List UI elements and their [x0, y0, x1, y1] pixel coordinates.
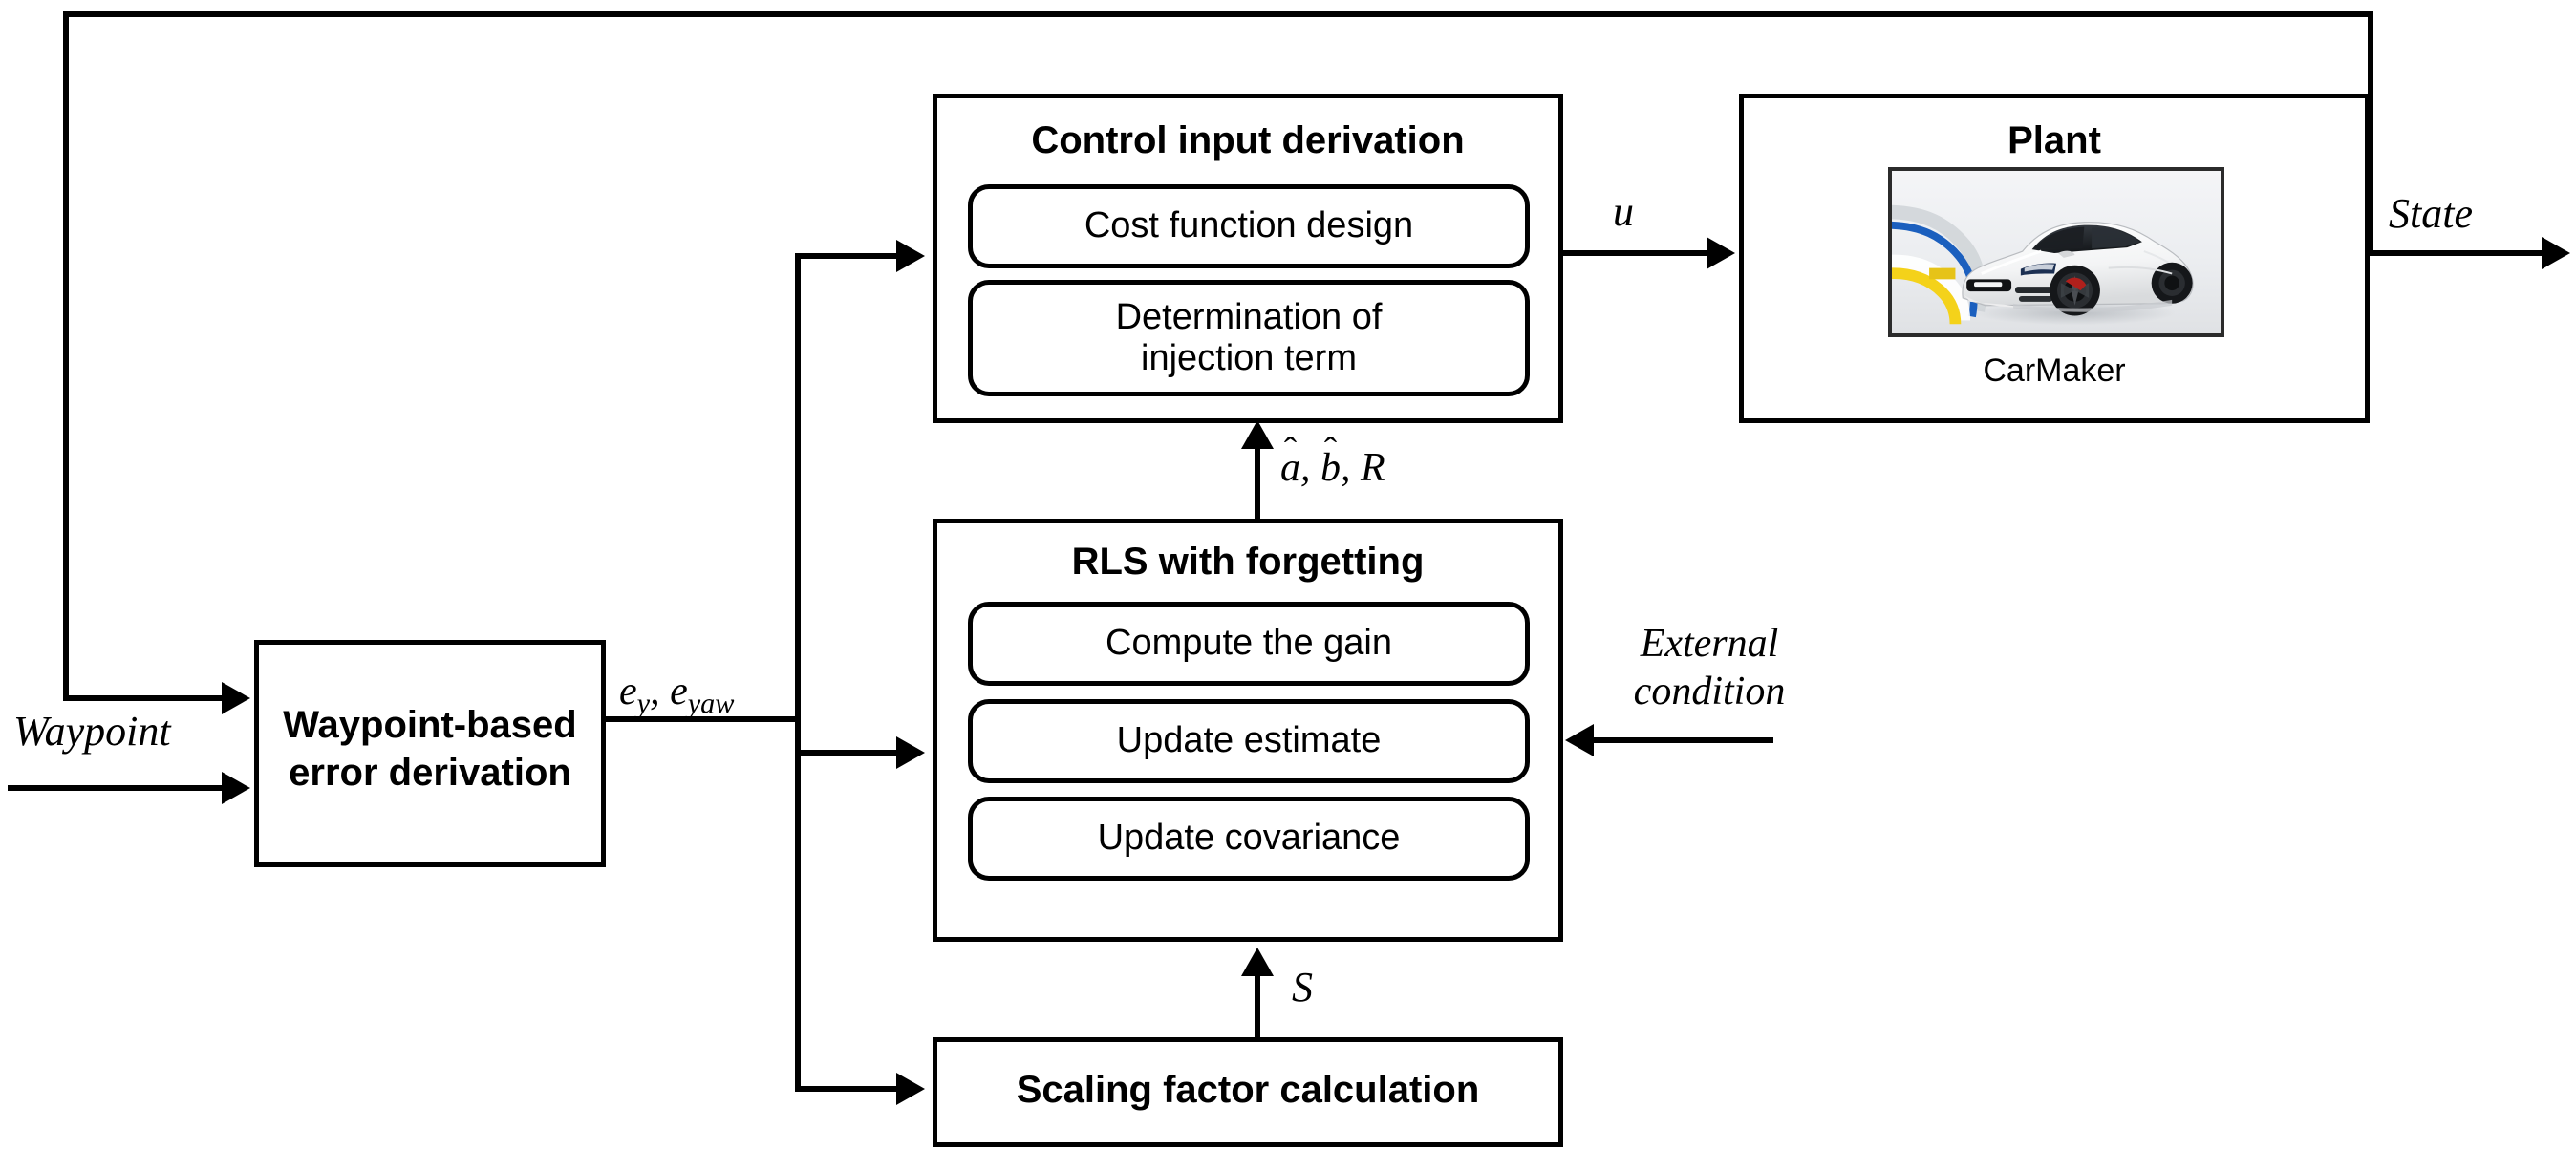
carmaker-car-illustration — [1892, 171, 2221, 333]
feedback-left-line — [63, 11, 69, 701]
signal-a-base: a — [1280, 446, 1300, 490]
signal-b-base: b — [1320, 446, 1341, 490]
signal-label-estimates: ̂a, ̂b, R — [1280, 445, 1385, 491]
feedback-top-line — [63, 11, 2373, 17]
block-rls-with-forgetting[interactable]: RLS with forgetting Compute the gain Upd… — [933, 519, 1563, 942]
signal-label-errors: ey, eyaw — [619, 669, 734, 720]
external-condition-arrowhead — [1565, 724, 1594, 756]
signal-label-state: State — [2389, 190, 2473, 237]
rls-to-control-line — [1255, 447, 1260, 519]
error-bus-to-rls-arrowhead — [896, 736, 925, 769]
error-bus-to-control-arrowhead — [896, 240, 925, 272]
signal-R: R — [1361, 446, 1385, 490]
sub-block-update-estimate[interactable]: Update estimate — [968, 699, 1530, 783]
waypoint-input-arrowhead — [222, 772, 250, 804]
block-waypoint-error-title-line1: Waypoint-based — [283, 704, 577, 746]
error-bus-to-scaling-line — [795, 1086, 900, 1092]
plant-carmaker-caption: CarMaker — [1983, 352, 2126, 389]
external-condition-line — [1592, 737, 1773, 743]
state-feedback-riser-line — [2368, 11, 2373, 256]
block-plant-title: Plant — [2007, 119, 2101, 161]
block-scaling-factor-title: Scaling factor calculation — [1016, 1069, 1480, 1111]
signal-label-external-condition-line1: External — [1640, 622, 1779, 666]
rls-to-control-arrowhead — [1241, 420, 1274, 449]
state-output-line — [2370, 250, 2545, 256]
scaling-to-rls-line — [1255, 974, 1260, 1037]
feedback-into-waypoint-line — [63, 695, 225, 701]
signal-b-hat: ̂b — [1320, 445, 1341, 491]
sub-block-update-covariance[interactable]: Update covariance — [968, 797, 1530, 881]
block-waypoint-error-derivation[interactable]: Waypoint-based error derivation — [254, 640, 606, 867]
signal-label-u: u — [1613, 188, 1634, 235]
block-rls-title: RLS with forgetting — [1071, 541, 1425, 583]
signal-label-eyaw-base: e — [670, 670, 688, 713]
signal-label-ey-base: e — [619, 670, 637, 713]
sub-block-injection-line1: Determination of — [1115, 296, 1383, 337]
sub-block-compute-the-gain[interactable]: Compute the gain — [968, 602, 1530, 686]
scaling-to-rls-arrowhead — [1241, 948, 1274, 976]
control-to-plant-arrowhead — [1707, 237, 1735, 269]
state-output-arrowhead — [2542, 237, 2570, 269]
block-waypoint-error-title-line2: error derivation — [289, 752, 571, 794]
signal-label-ey-sub: y — [636, 687, 651, 720]
block-control-input-title: Control input derivation — [1031, 119, 1465, 161]
sub-block-injection-line2: injection term — [1141, 338, 1357, 378]
control-to-plant-line — [1563, 250, 1710, 256]
error-bus-from-waypoint-line — [606, 716, 801, 722]
error-bus-to-scaling-arrowhead — [896, 1073, 925, 1105]
block-scaling-factor-calculation[interactable]: Scaling factor calculation — [933, 1037, 1563, 1147]
signal-label-waypoint: Waypoint — [13, 708, 171, 755]
signal-label-eyaw-sub: yaw — [687, 687, 735, 720]
signal-a-hat: ̂a — [1280, 445, 1300, 491]
waypoint-input-line — [8, 785, 225, 791]
error-bus-to-control-line — [795, 253, 900, 259]
signal-label-scaling-s: S — [1292, 964, 1313, 1011]
feedback-into-waypoint-arrowhead — [222, 682, 250, 714]
signal-label-external-condition-line2: condition — [1633, 670, 1786, 713]
error-bus-to-rls-line — [795, 750, 900, 756]
block-control-input-derivation[interactable]: Control input derivation Cost function d… — [933, 94, 1563, 423]
plant-carmaker-image — [1888, 167, 2224, 337]
block-plant[interactable]: Plant — [1739, 94, 2370, 423]
error-bus-vertical-line — [795, 253, 801, 1092]
sub-block-cost-function-design[interactable]: Cost function design — [968, 184, 1530, 268]
sub-block-determination-of-injection-term[interactable]: Determination of injection term — [968, 280, 1530, 396]
signal-label-error-sep: , — [650, 670, 671, 713]
